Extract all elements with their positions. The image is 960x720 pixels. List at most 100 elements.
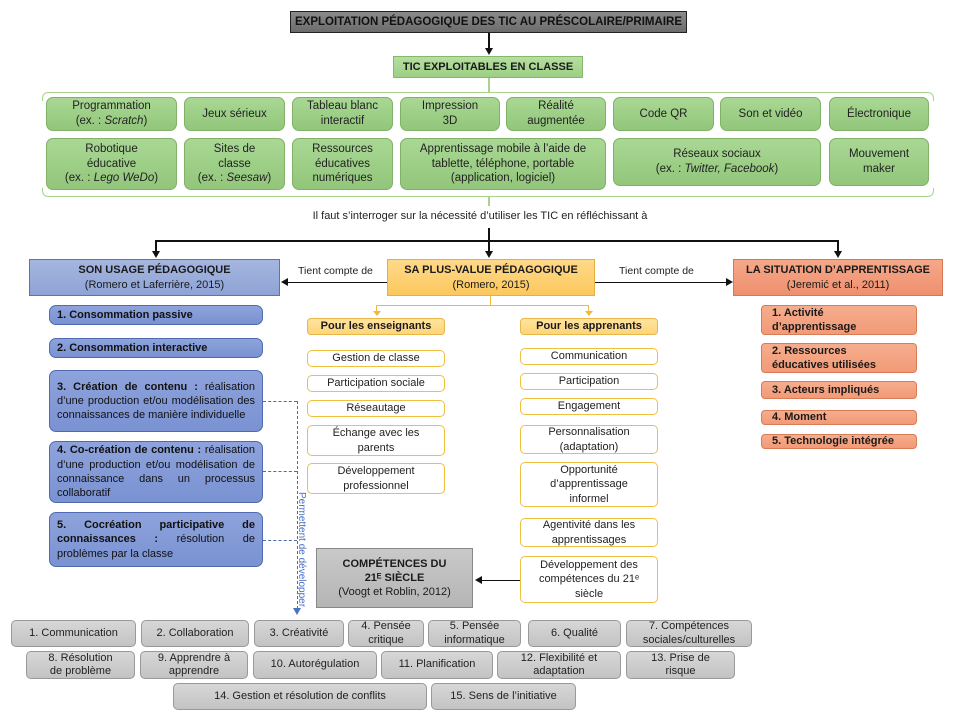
tech-label: numériques — [312, 172, 373, 185]
edge-label-right: Tient compte de — [619, 265, 694, 277]
tech-label: interactif — [320, 115, 365, 127]
learner-benefit: Participation — [520, 373, 658, 390]
tech-label: Sites de — [213, 142, 256, 155]
tech-label: Son et vidéo — [738, 107, 803, 120]
situation-title: LA SITUATION D’APPRENTISSAGE — [746, 264, 930, 277]
usage-item-3: 3. Création de contenu : réalisation d’u… — [49, 370, 263, 432]
situation-item-label: 5. Technologie intégrée — [772, 435, 895, 448]
usage-title: SON USAGE PÉDAGOGIQUE — [78, 264, 231, 277]
skill-11: 11. Planification — [381, 651, 493, 679]
edge-label-left: Tient compte de — [298, 265, 373, 277]
usage-item-text: 3. Création de contenu : réalisation d’u… — [57, 380, 256, 422]
situation-item-label: 4. Moment — [772, 411, 827, 424]
situation-reference: (Jeremić et al., 2011) — [786, 278, 890, 291]
skill-label: 12. Flexibilité et adaptation — [520, 651, 598, 677]
arrow-head — [373, 311, 381, 316]
situation-item-label: 3. Acteurs impliqués — [772, 383, 880, 396]
teacher-benefit: Développement professionnel — [307, 463, 445, 494]
tech-electronique: Électronique — [829, 97, 929, 131]
learner-benefit: Engagement — [520, 398, 658, 415]
tech-programmation: Programmation (ex. : Scratch) — [46, 97, 177, 131]
skill-12: 12. Flexibilité et adaptation — [497, 651, 621, 679]
skill-3: 3. Créativité — [254, 620, 344, 647]
connector-plus-left — [376, 305, 378, 311]
connector-plus-to-usage — [287, 282, 387, 284]
arrow-head — [834, 251, 842, 258]
situation-item-5: 5. Technologie intégrée — [761, 434, 917, 449]
arrow-head — [485, 48, 493, 55]
connector-plus-to-situation — [595, 282, 727, 284]
benefit-label: Opportunité d’apprentissage informel — [550, 464, 628, 505]
situation-item-3: 3. Acteurs impliqués — [761, 381, 917, 399]
situation-item-label: 2. Ressources éducatives utilisées — [772, 344, 876, 371]
skill-label: 2. Collaboration — [156, 626, 234, 639]
tech-label: Code QR — [639, 107, 688, 120]
usage-item-1: 1. Consommation passive — [49, 305, 263, 325]
tech-label: éducatives — [315, 157, 370, 170]
tech-mouvement-maker: Mouvement maker — [829, 138, 929, 186]
skill-label: 14. Gestion et résolution de conflits — [214, 689, 386, 702]
tech-realite-augmentee: Réalité augmentée — [506, 97, 606, 131]
tech-apprentissage-mobile: Apprentissage mobile à l’aide de tablett… — [400, 138, 606, 190]
tech-robotique: Robotique éducative (ex. : Lego WeDo) — [46, 138, 177, 190]
tech-label: Impression — [421, 100, 479, 113]
skill-2: 2. Collaboration — [141, 620, 249, 647]
benefit-label: Participation — [558, 375, 620, 388]
learners-heading: Pour les apprenants — [520, 318, 658, 335]
tech-label: Robotique — [85, 142, 138, 155]
tech-jeux-serieux: Jeux sérieux — [184, 97, 285, 131]
tech-label: Réalité — [538, 100, 574, 113]
usage-item-2: 2. Consommation interactive — [49, 338, 263, 358]
arrow-head — [281, 278, 288, 286]
situation-item-1: 1. Activité d’apprentissage — [761, 305, 917, 335]
tech-label: éducative — [86, 157, 137, 170]
connector-plus-split — [376, 305, 589, 307]
arrow-head — [485, 251, 493, 258]
tech-label: maker — [863, 163, 895, 175]
tech-brace-top — [42, 92, 934, 101]
tech-example: (ex. : Lego WeDo) — [64, 172, 159, 185]
skill-4: 4. Pensée critique — [348, 620, 424, 647]
skill-7: 7. Compétences sociales/culturelles — [626, 620, 752, 647]
dashed-connector — [263, 540, 297, 541]
benefit-label: Agentivité dans les apprentissages — [542, 519, 636, 546]
teachers-heading: Pour les enseignants — [307, 318, 445, 335]
connector-title-to-tic — [488, 33, 490, 49]
benefit-label: Engagement — [557, 400, 621, 413]
tech-ressources-numeriques: Ressources éducatives numériques — [292, 138, 393, 190]
learners-label: Pour les apprenants — [536, 320, 642, 333]
tech-label: Tableau blanc — [307, 100, 378, 113]
teacher-benefit: Participation sociale — [307, 375, 445, 392]
tech-label: augmentée — [527, 115, 585, 127]
tech-reseaux-sociaux: Réseaux sociaux (ex. : Twitter, Facebook… — [613, 138, 821, 186]
skill-13: 13. Prise de risque — [626, 651, 735, 679]
tech-label: 3D — [442, 115, 458, 127]
tech-label: Jeux sérieux — [202, 107, 267, 120]
tech-impression-3d: Impression 3D — [400, 97, 500, 131]
connector-learners-to-competences — [482, 580, 520, 582]
skill-1: 1. Communication — [11, 620, 136, 647]
skill-label: 7. Compétences sociales/culturelles — [642, 620, 736, 646]
arrow-head — [293, 608, 301, 615]
benefit-label: Développement des compétences du 21ᵉ siè… — [538, 559, 640, 600]
learner-benefit: Développement des compétences du 21ᵉ siè… — [520, 556, 658, 603]
dashed-connector-vertical — [297, 401, 298, 609]
tech-label: Ressources — [312, 142, 373, 155]
connector-branch-right — [837, 240, 839, 252]
tech-tableau-blanc: Tableau blanc interactif — [292, 97, 393, 131]
plus-value-reference: (Romero, 2015) — [452, 278, 530, 291]
benefit-label: Réseautage — [346, 402, 406, 415]
usage-item-label: 2. Consommation interactive — [57, 341, 208, 354]
tech-example: (ex. : Twitter, Facebook) — [655, 163, 779, 175]
usage-item-4: 4. Co-création de contenu : réalisation … — [49, 441, 263, 503]
usage-item-5: 5. Cocréation participative de connaissa… — [49, 512, 263, 567]
connector-plus-down — [490, 296, 492, 305]
skill-label: 15. Sens de l’initiative — [450, 689, 557, 702]
benefit-label: Personnalisation (adaptation) — [548, 426, 630, 453]
teachers-label: Pour les enseignants — [320, 320, 432, 333]
edge-label-vertical: Permettent de développer — [296, 492, 307, 608]
arrow-head — [726, 278, 733, 286]
skill-label: 3. Créativité — [269, 626, 329, 639]
skill-5: 5. Pensée informatique — [428, 620, 521, 647]
connector-branch-horizontal — [155, 240, 838, 242]
